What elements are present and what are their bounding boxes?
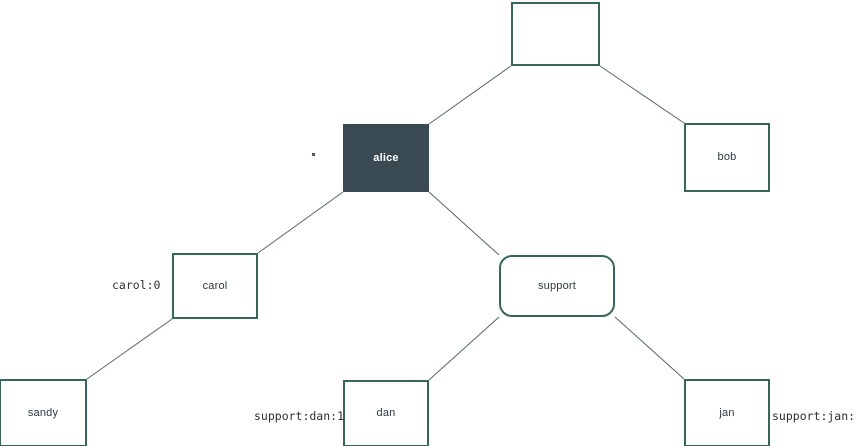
node-sandy[interactable]: sandy: [0, 379, 87, 446]
edge-alice-carol[interactable]: [257, 191, 344, 254]
edge-support-dan[interactable]: [428, 316, 500, 381]
edge-carol-sandy[interactable]: [86, 318, 173, 380]
node-label-bob: bob: [717, 151, 737, 163]
label-carol: carol:0: [112, 278, 161, 292]
node-label-support: support: [537, 279, 577, 292]
node-bob[interactable]: bob: [684, 123, 770, 192]
edge-support-jan[interactable]: [614, 316, 685, 380]
label-dan: support:dan:1: [254, 409, 345, 423]
node-label-carol: carol: [202, 279, 228, 292]
node-label-alice: alice: [373, 151, 399, 164]
node-carol[interactable]: carol: [172, 253, 258, 319]
edge-root-bob[interactable]: [599, 65, 685, 124]
node-label-dan: dan: [376, 407, 396, 419]
node-root[interactable]: [511, 2, 600, 66]
node-jan[interactable]: jan: [684, 379, 770, 446]
node-dan[interactable]: dan: [343, 380, 429, 446]
edge-root-alice[interactable]: [428, 65, 512, 125]
edge-alice-support[interactable]: [428, 191, 500, 256]
node-support[interactable]: support: [499, 255, 615, 317]
node-label-jan: jan: [719, 406, 735, 419]
label-jan: support:jan:2: [772, 409, 855, 423]
node-alice[interactable]: alice: [343, 124, 429, 192]
node-label-sandy: sandy: [27, 406, 59, 419]
marker-dot: [312, 153, 315, 156]
